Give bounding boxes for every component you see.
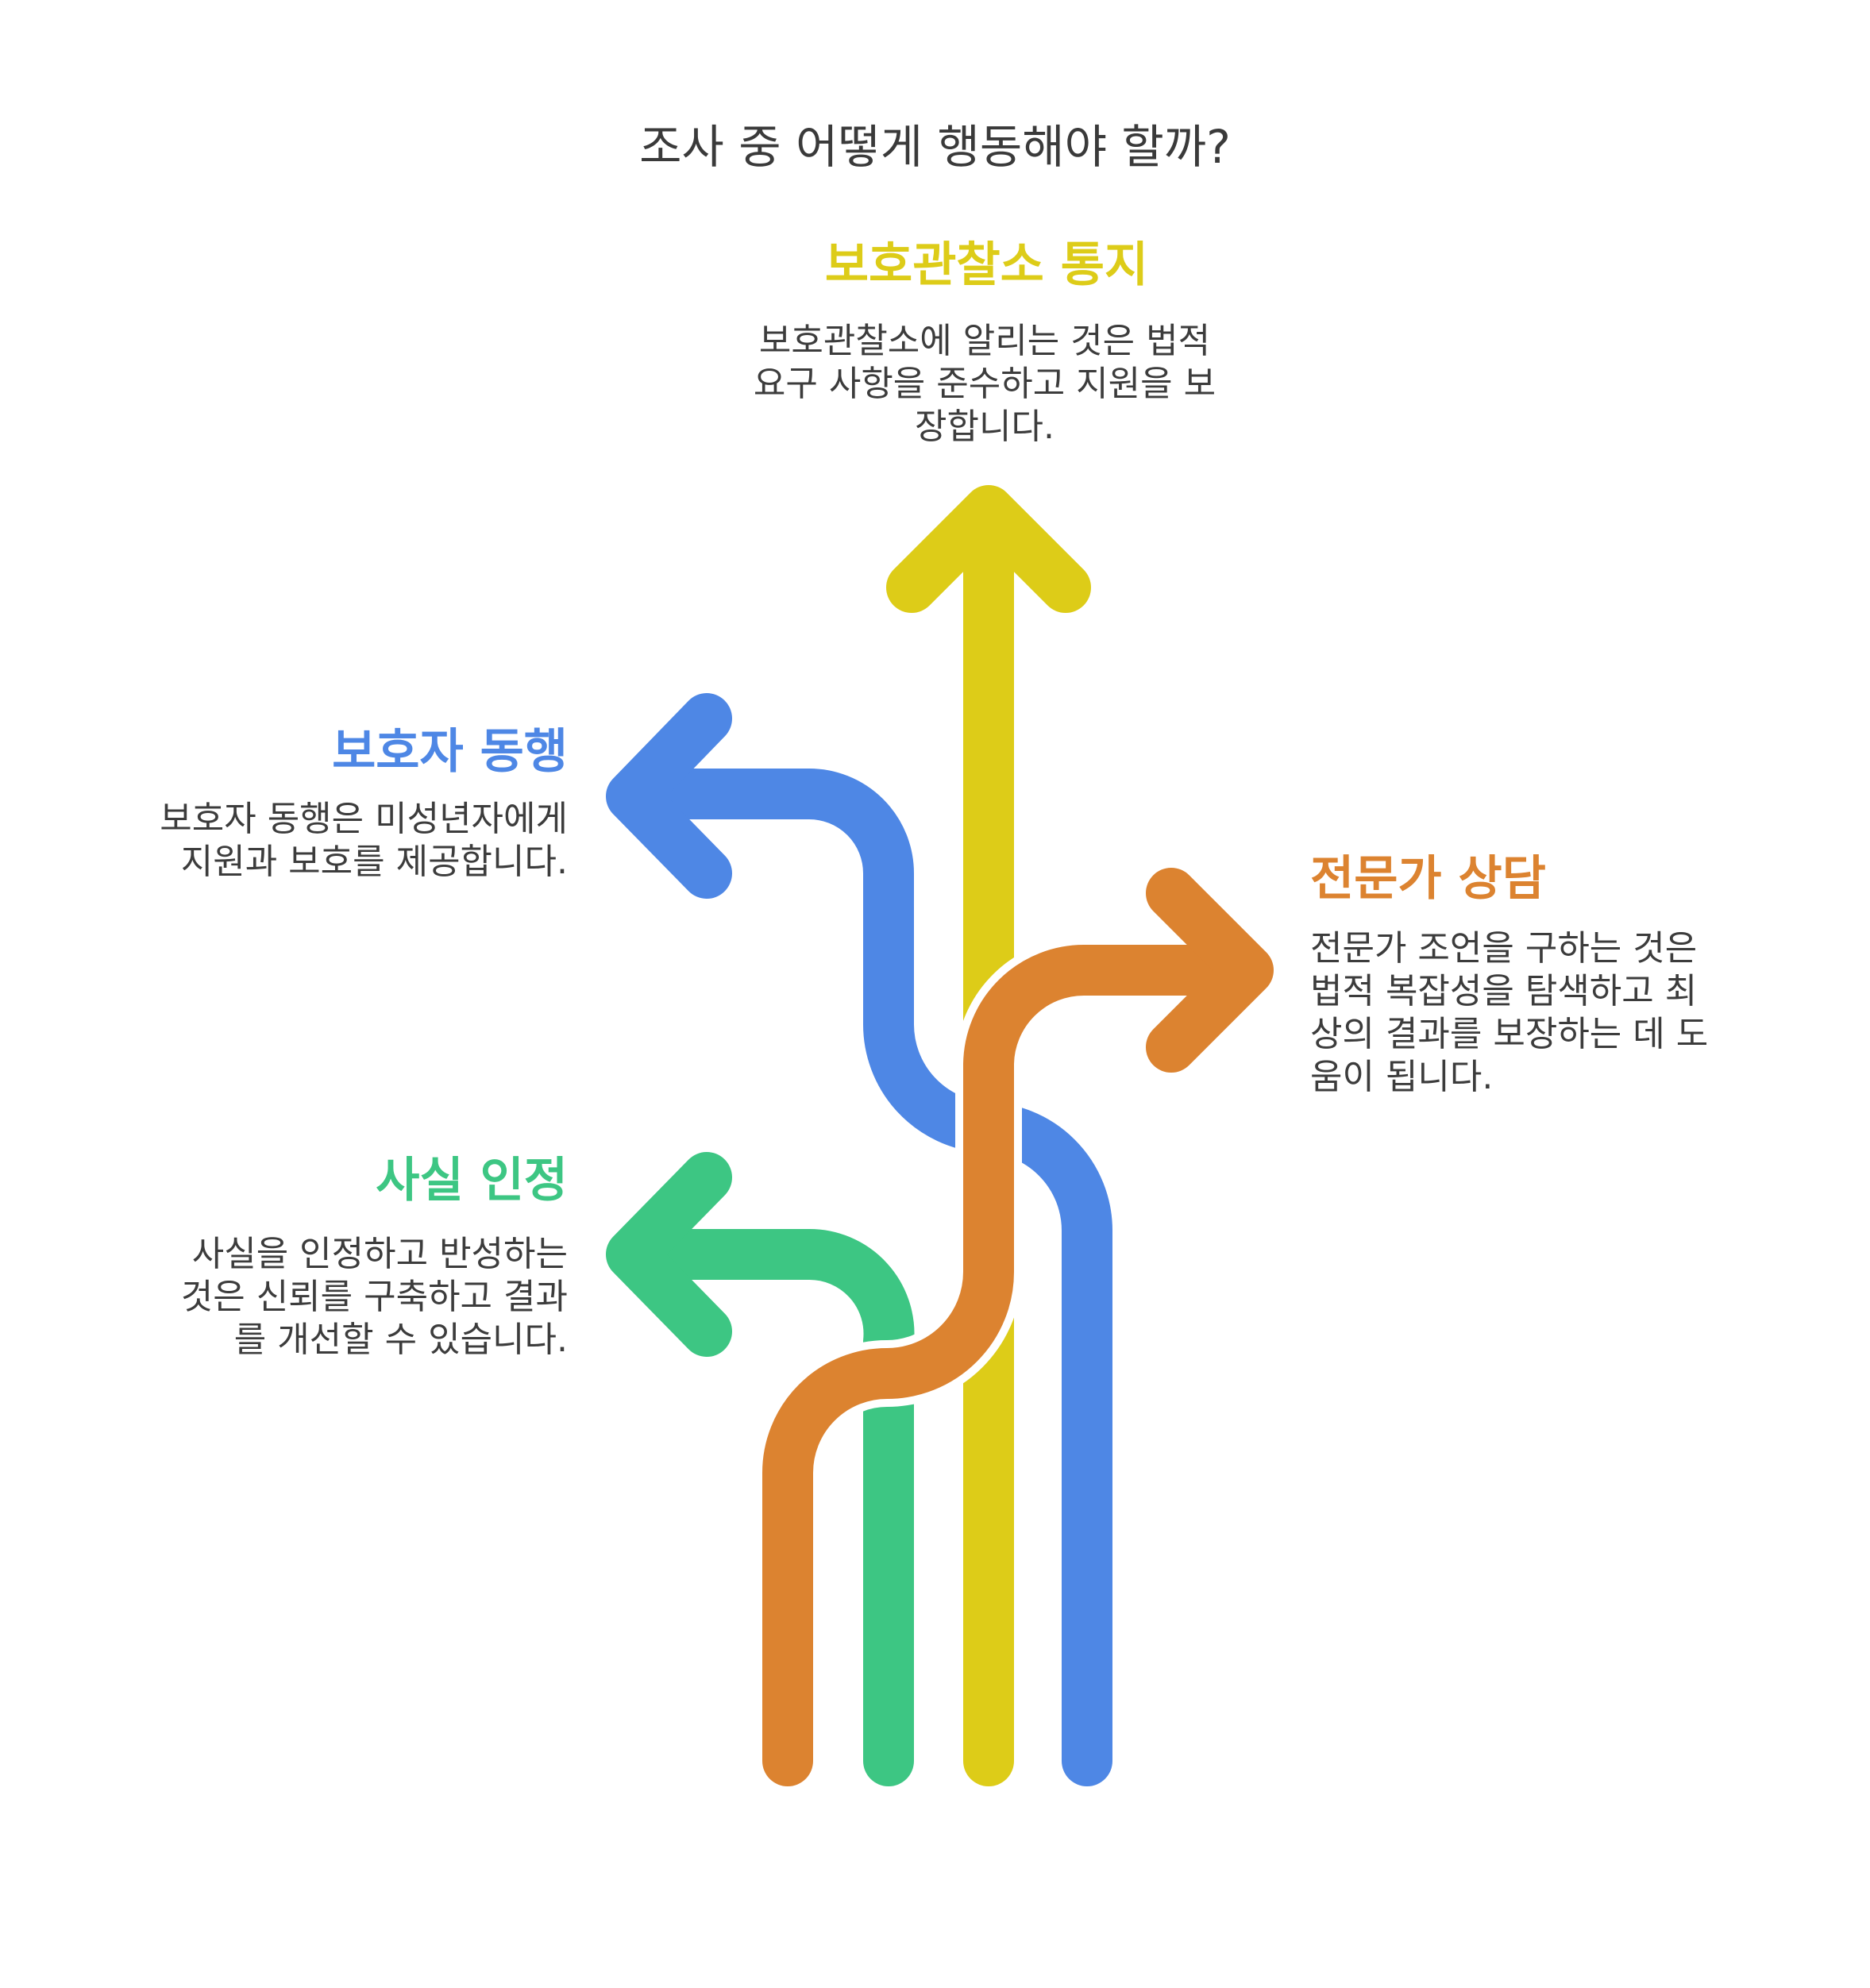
expert-line: 법적 복잡성을 탐색하고 최 <box>1310 971 1698 1011</box>
blue-arrow <box>606 693 1112 1786</box>
orange-arrow <box>754 868 1274 1786</box>
admit-line: 를 개선할 수 있습니다. <box>233 1320 568 1360</box>
probation-line: 요구 사항을 준수하고 지원을 보 <box>753 364 1216 404</box>
expert-description: 전문가 조언을 구하는 것은 법적 복잡성을 탐색하고 최 상의 결과를 보장하… <box>1310 927 1708 1099</box>
probation-line: 장합니다. <box>915 406 1055 447</box>
probation-description: 보호관찰소에 알리는 것은 법적 요구 사항을 준수하고 지원을 보 장합니다. <box>715 320 1255 449</box>
admit-description: 사실을 인정하고 반성하는 것은 신뢰를 구축하고 결과 를 개선할 수 있습니… <box>181 1233 568 1362</box>
guardian-line: 지원과 보호를 제공합니다. <box>180 842 568 882</box>
expert-title: 전문가 상담 <box>1310 851 1546 907</box>
admit-title: 사실 인정 <box>376 1153 568 1208</box>
probation-line: 보호관찰소에 알리는 것은 법적 <box>758 321 1211 361</box>
guardian-description: 보호자 동행은 미성년자에게 지원과 보호를 제공합니다. <box>160 798 568 884</box>
expert-line: 상의 결과를 보장하는 데 도 <box>1310 1014 1709 1054</box>
expert-line: 움이 됩니다. <box>1310 1057 1494 1097</box>
admit-line: 사실을 인정하고 반성하는 <box>191 1234 568 1274</box>
guardian-title: 보호자 동행 <box>332 724 568 780</box>
probation-title: 보호관찰소 통지 <box>824 237 1149 293</box>
green-arrow <box>606 1152 915 1786</box>
expert-line: 전문가 조언을 구하는 것은 <box>1310 928 1698 969</box>
guardian-line: 보호자 동행은 미성년자에게 <box>160 799 568 839</box>
diagram-title: 조사 중 어떻게 행동해야 할까? <box>639 120 1231 174</box>
admit-line: 것은 신뢰를 구축하고 결과 <box>180 1277 568 1317</box>
